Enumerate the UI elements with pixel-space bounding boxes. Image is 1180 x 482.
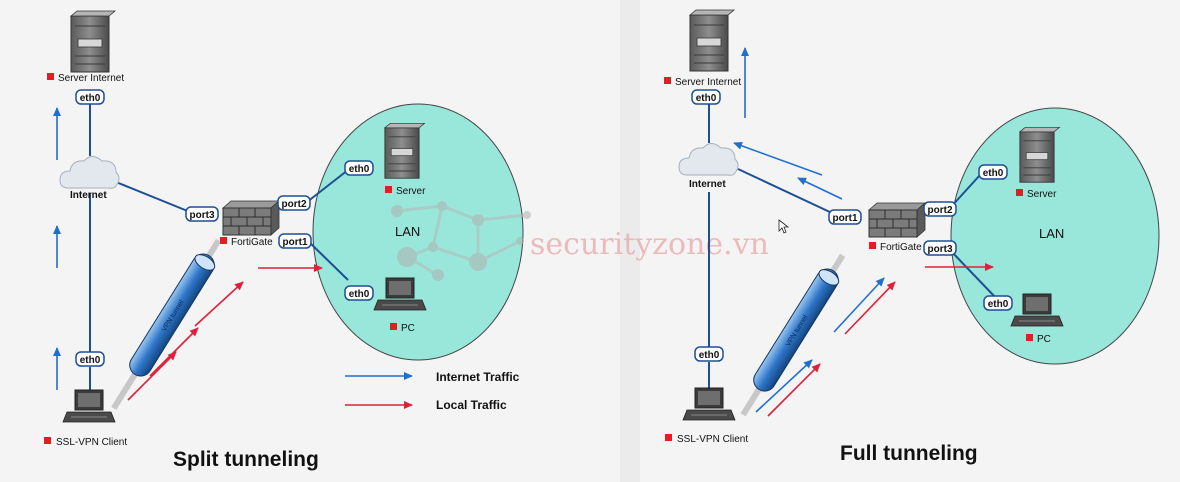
internet-cloud-icon xyxy=(678,143,739,176)
lan-server-label: Server xyxy=(1027,189,1057,200)
status-square xyxy=(665,434,672,441)
ssl-vpn-client-pc-icon xyxy=(62,389,116,423)
svg-text:eth0: eth0 xyxy=(696,93,717,104)
server-internet-icon xyxy=(689,9,735,72)
ssl-vpn-client-label: SSL-VPN Client xyxy=(56,437,127,448)
svg-text:port3: port3 xyxy=(190,210,215,221)
full-tunneling-panel: VPN tunnel eth0 eth0 port1 por xyxy=(664,9,1160,465)
server-internet-icon xyxy=(70,10,116,73)
pc-label: PC xyxy=(1037,334,1051,345)
port-label-port3: port3 xyxy=(185,206,219,222)
status-square xyxy=(1016,189,1023,196)
legend-local-traffic: Local Traffic xyxy=(436,398,507,412)
svg-text:eth0: eth0 xyxy=(349,289,370,300)
links xyxy=(708,104,997,388)
internet-cloud-icon xyxy=(59,156,120,189)
port-label-pc-eth0: eth0 xyxy=(983,295,1013,311)
port-label-client-eth0: eth0 xyxy=(694,346,724,362)
links xyxy=(89,104,349,390)
svg-text:eth0: eth0 xyxy=(988,299,1009,310)
status-square xyxy=(385,186,392,193)
mouse-cursor-icon xyxy=(778,219,790,234)
local-traffic-arrows xyxy=(127,264,323,401)
pc-label: PC xyxy=(401,323,415,334)
status-square xyxy=(664,77,671,84)
panel-divider xyxy=(620,0,640,482)
watermark-text: securityzone.vn xyxy=(530,227,769,262)
port-label-server-eth0: eth0 xyxy=(75,89,105,105)
watermark-logo xyxy=(391,201,531,281)
svg-text:port2: port2 xyxy=(282,199,307,210)
ssl-vpn-client-label: SSL-VPN Client xyxy=(677,434,748,445)
internet-label: Internet xyxy=(70,190,107,201)
port-label-server-eth0: eth0 xyxy=(691,89,721,105)
svg-text:port1: port1 xyxy=(833,213,858,224)
vpn-tunnel-icon: VPN tunnel xyxy=(111,238,222,410)
status-square xyxy=(869,242,876,249)
server-internet-label: Server Internet xyxy=(675,77,741,88)
port-label-port2: port2 xyxy=(923,201,957,217)
ssl-vpn-client-pc-icon xyxy=(682,387,736,421)
status-square xyxy=(220,237,227,244)
status-square xyxy=(1026,334,1033,341)
svg-text:eth0: eth0 xyxy=(699,350,720,361)
fortigate-firewall-icon xyxy=(868,202,926,238)
port-label-client-eth0: eth0 xyxy=(75,351,105,367)
svg-text:port2: port2 xyxy=(928,205,953,216)
status-square xyxy=(47,73,54,80)
svg-text:eth0: eth0 xyxy=(80,355,101,366)
status-square xyxy=(44,437,51,444)
split-tunneling-title: Split tunneling xyxy=(173,448,319,471)
svg-text:eth0: eth0 xyxy=(349,164,370,175)
internet-label: Internet xyxy=(689,179,726,190)
lan-label: LAN xyxy=(1039,226,1064,241)
full-tunneling-title: Full tunneling xyxy=(840,442,978,465)
svg-text:eth0: eth0 xyxy=(983,168,1004,179)
legend-internet-traffic: Internet Traffic xyxy=(436,370,520,384)
fortigate-firewall-icon xyxy=(222,200,280,236)
vpn-tunnel-icon: VPN tunnel xyxy=(740,253,846,417)
port-label-port1: port1 xyxy=(278,233,312,249)
port-label-pc-eth0: eth0 xyxy=(344,285,374,301)
fortigate-label: FortiGate xyxy=(880,242,922,253)
port-label-lan-server-eth0: eth0 xyxy=(344,160,374,176)
status-square xyxy=(390,323,397,330)
lan-server-label: Server xyxy=(396,186,426,197)
svg-text:eth0: eth0 xyxy=(80,93,101,104)
local-traffic-arrows xyxy=(767,263,994,417)
fortigate-label: FortiGate xyxy=(231,237,273,248)
internet-traffic-arrows xyxy=(733,47,885,413)
svg-text:port3: port3 xyxy=(928,244,953,255)
lan-label: LAN xyxy=(395,224,420,239)
port-label-port1: port1 xyxy=(828,209,862,225)
lan-server-icon xyxy=(384,122,425,179)
server-internet-label: Server Internet xyxy=(58,73,124,84)
svg-text:port1: port1 xyxy=(283,237,308,248)
port-label-port2: port2 xyxy=(277,195,311,211)
legend: Internet Traffic Local Traffic xyxy=(345,370,520,412)
split-tunneling-panel: VPN tunnel eth0 eth0 port3 xyxy=(44,10,524,471)
port-label-lan-server-eth0: eth0 xyxy=(978,164,1008,180)
port-label-port3: port3 xyxy=(923,240,957,256)
lan-server-icon xyxy=(1019,126,1060,183)
